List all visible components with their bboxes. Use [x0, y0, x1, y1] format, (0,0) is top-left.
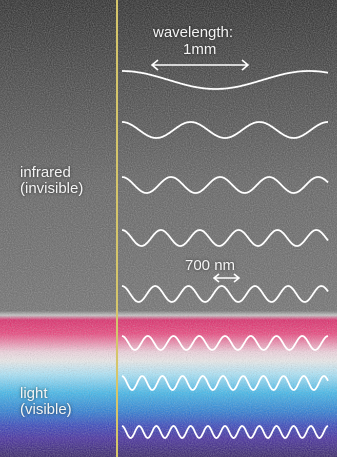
wavelength-value-700nm: 700 nm [185, 257, 236, 274]
visible-light-region-label: light (visible) [20, 386, 72, 418]
wave-8 [121, 425, 329, 439]
wave-7 [121, 375, 329, 391]
wave-1 [122, 70, 329, 90]
wave-3 [121, 176, 329, 194]
wave-5 [121, 285, 329, 303]
wave-6 [121, 335, 329, 351]
wavelength-caption: wavelength: [153, 24, 234, 41]
wavelength-value-1mm: 1mm [183, 41, 217, 58]
wavelength-arrow-1mm [150, 59, 250, 71]
wave-2 [122, 121, 328, 139]
vertical-reference-line [116, 0, 118, 457]
infrared-label-line1: infrared [20, 164, 71, 181]
wavelength-arrow-700nm [212, 273, 241, 283]
light-label-line2: (visible) [20, 400, 72, 418]
light-label-line1: light [20, 385, 48, 402]
infrared-label-line2: (invisible) [20, 179, 84, 197]
infrared-region-label: infrared (invisible) [20, 165, 83, 197]
wave-4 [121, 229, 329, 247]
